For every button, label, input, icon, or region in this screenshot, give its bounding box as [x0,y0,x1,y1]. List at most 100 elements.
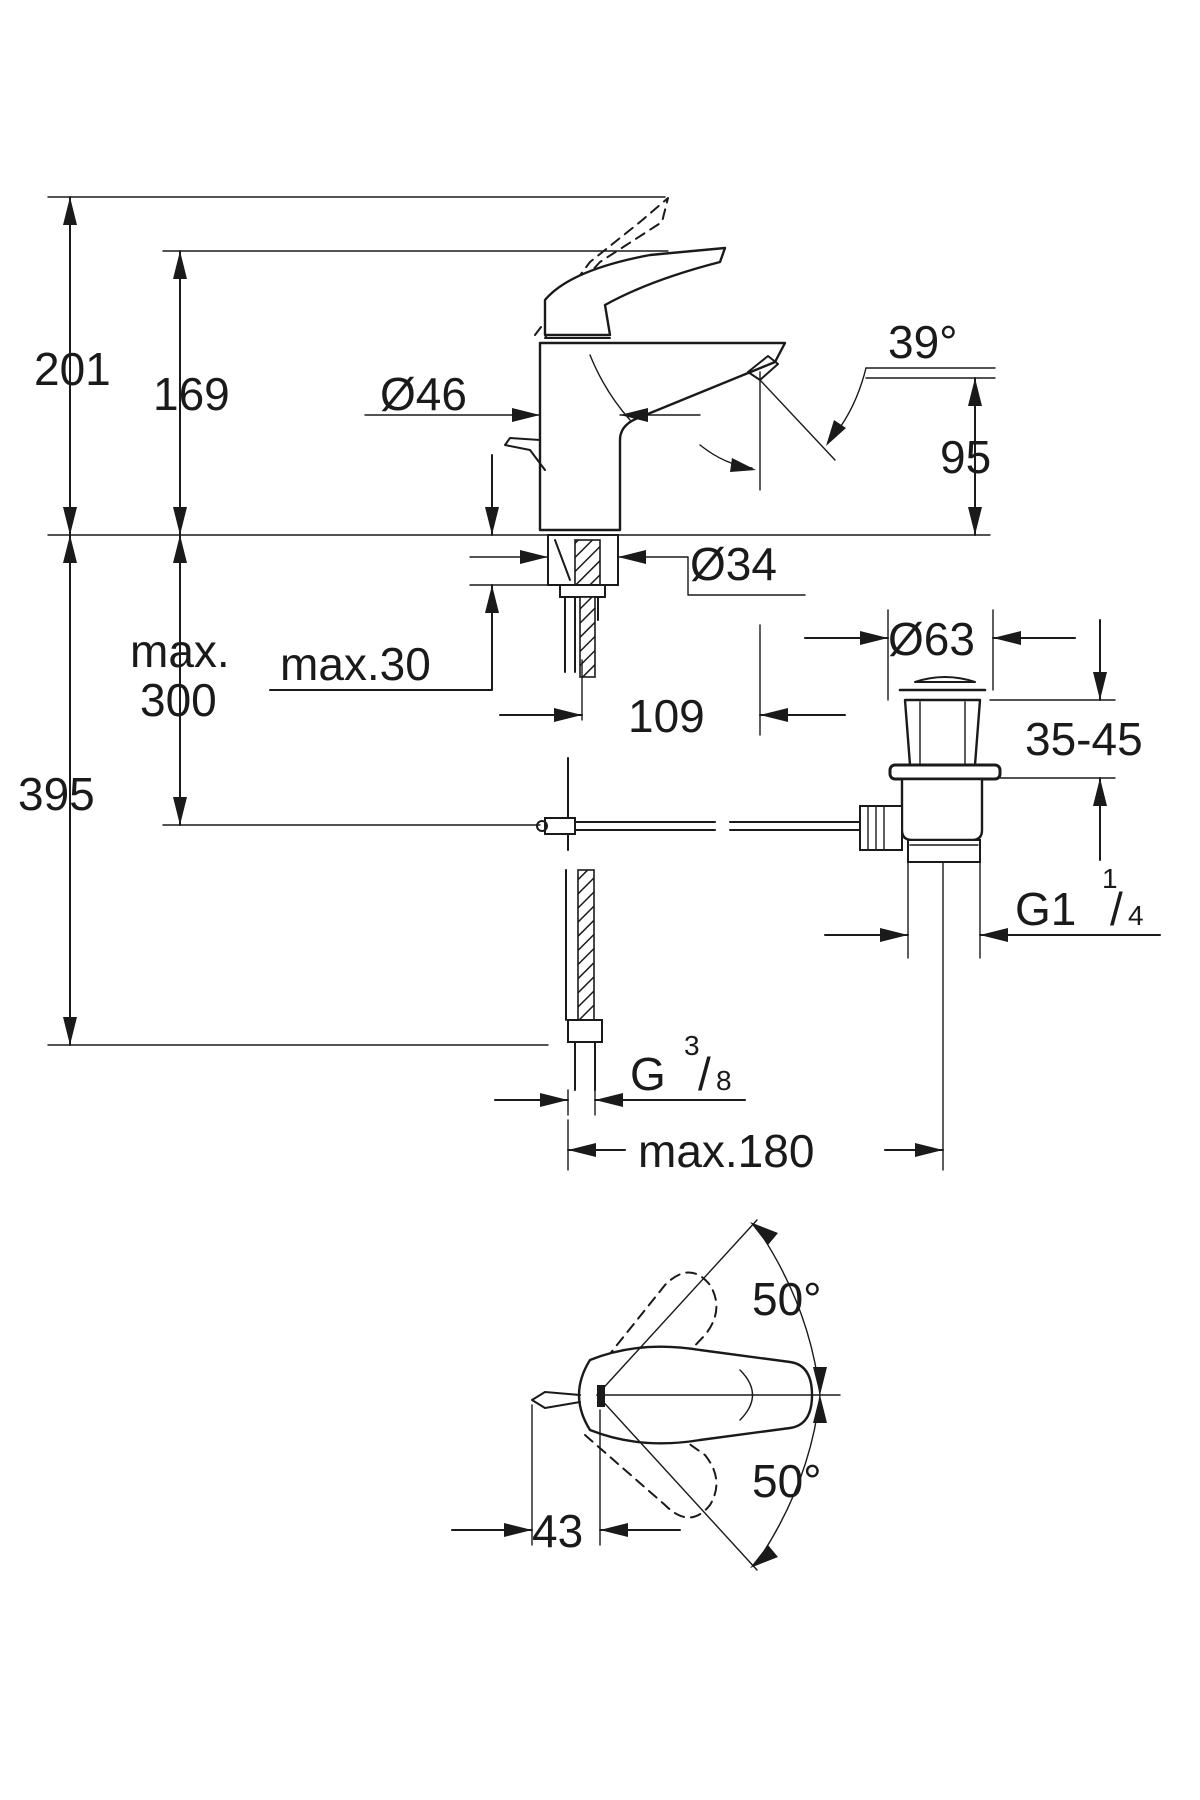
arrow-43-left [504,1523,532,1537]
hose-upper [579,596,596,678]
dim-34-right [617,556,806,596]
label-95: 95 [940,431,991,483]
arrow-169-top [173,251,187,279]
arrow-3545-top [1093,672,1107,700]
label-g114-numerator: 1 [1102,863,1118,894]
hose-lower [577,869,595,1021]
label-g114-slash: / [1110,883,1123,935]
popup-rod [504,437,546,471]
arrow-109-left [554,708,582,722]
label-35-45: 35-45 [1025,713,1143,765]
clip-screw [536,820,548,832]
arrow-34-left [520,550,548,564]
label-angle-50-bottom: 50° [752,1455,822,1507]
arrow-34-right [618,550,646,564]
drain-outlet [907,839,981,863]
label-max300-line2: 300 [140,674,217,726]
arrow-max300-top [173,535,187,563]
faucet-top-view [451,1219,841,1571]
label-169: 169 [153,368,230,420]
dim-39-ext [759,379,836,461]
indicator-mark [597,1385,605,1407]
label-max300-line1: max. [130,625,230,677]
arrow-201-bottom [63,507,77,535]
arrow-395-top [63,535,77,563]
label-201: 201 [34,343,111,395]
arrow-95-top [968,378,982,406]
handle-rotated-right [584,1394,718,1519]
arrow-109-right [760,708,788,722]
arrow-50-top-center [813,1367,827,1395]
hose-connector [574,1041,596,1091]
arrow-g38-right [595,1093,623,1107]
drain-gasket [888,763,1002,781]
label-max180: max.180 [638,1125,814,1177]
arrow-g38-left [540,1093,568,1107]
label-g38-denominator: 8 [716,1065,732,1096]
label-g38-numerator: 3 [684,1030,700,1061]
arrow-169-bottom [173,507,187,535]
hose-nut [567,1019,603,1043]
label-diameter-46: Ø46 [380,368,467,420]
arrow-46-right [620,408,648,422]
shank-detail [554,539,571,581]
horizontal-rod-left [574,821,716,831]
label-g38-slash: / [698,1048,711,1100]
arrow-50-bottom-end [750,1545,778,1568]
arrow-50-top-end [750,1222,778,1245]
popup-rod-top [531,1391,581,1409]
arrow-46-left [512,408,540,422]
arrow-g114-left [880,928,908,942]
linkage-and-hose [536,757,861,1091]
faucet-body [538,341,787,532]
handle-rotated-left [584,1271,718,1426]
arrow-201-top [63,197,77,225]
arrow-50-bottom-center [813,1395,827,1423]
arrow-395-bottom [63,1017,77,1045]
drain-plug [914,676,976,683]
label-angle-39: 39° [888,316,958,368]
nut [559,584,606,598]
label-diameter-63: Ø63 [888,613,975,665]
arrow-43-right [600,1523,628,1537]
drain-rod-nut [859,805,903,851]
label-g38-main: G [630,1048,666,1100]
arrow-max30-bottom [485,585,499,613]
arrow-95-bottom [968,507,982,535]
angle-line-bottom [596,1394,758,1571]
horizontal-rod-right [729,821,861,831]
arrow-63-left [860,631,888,645]
arrow-39-small [730,458,756,472]
arrow-max30-top [485,507,499,535]
label-angle-50-top: 50° [752,1273,822,1325]
arrow-39 [826,420,846,446]
drain-lower-body [900,777,984,842]
label-g114-main: G1 [1015,883,1076,935]
arrow-max300-bottom [173,797,187,825]
drain-waste [859,676,1002,863]
lever-handle [543,246,727,337]
label-g114-denominator: 4 [1128,900,1144,931]
arrow-3545-bottom [1093,778,1107,806]
clevis-clip [544,817,576,835]
label-diameter-34: Ø34 [690,538,777,590]
faucet-side-view [504,197,787,678]
dimension-lines [47,196,1161,1171]
label-395: 395 [18,768,95,820]
angle-line-top [596,1219,758,1396]
arrow-g114-right [980,928,1008,942]
label-max30: max.30 [280,638,431,690]
label-43: 43 [532,1505,583,1557]
label-109: 109 [628,690,705,742]
shank-thread [574,539,601,586]
label-g-1-1-4: G1 1 / 4 [1015,863,1144,935]
dim-max30-leader [269,584,493,691]
drain-upper-body [903,698,982,767]
arrow-max180-left [568,1143,596,1157]
arrow-63-right [993,631,1021,645]
dimension-labels: 201 169 Ø46 39° 95 Ø34 max. 300 max.30 1… [18,316,1144,1557]
aerator [747,355,779,381]
label-g-3-8: G 3 / 8 [630,1030,732,1100]
arrow-max180-right [915,1143,943,1157]
